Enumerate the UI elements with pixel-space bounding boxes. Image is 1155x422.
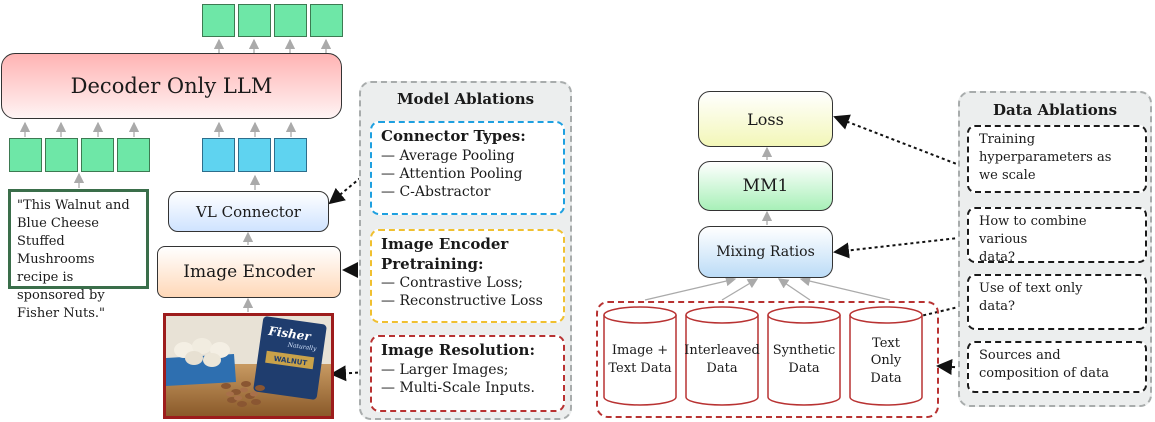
caption-box: "This Walnut and Blue Cheese Stuffed Mus… [8,189,149,321]
hyperparameters-line-1: Training [979,132,1036,147]
arrow-data-1-to-mixing [644,276,737,301]
connector-types-head: Connector Types: [381,127,526,145]
cylinder-1-line-1: Image + [611,343,669,359]
text-token-4 [117,138,150,172]
sources-box: Sources and composition of data [967,341,1147,393]
data-ablations-title: Data Ablations [992,101,1118,119]
text-only-line-2: data? [979,299,1016,315]
vl-connector-box: VL Connector [168,191,329,232]
hyperparameters-line-3: we scale [979,168,1036,184]
arrow-data-4-to-mixing [799,276,891,301]
mm1-box: MM1 [698,161,833,211]
dotted-arrow-sources [936,358,968,375]
llm-output-token-2 [238,4,271,37]
hyperparameters-line-2: hyperparameters as [979,150,1112,166]
cylinder-2-line-2: Data [706,361,738,376]
resolution-item-1: — Larger Images; [381,361,509,378]
data-ablations-panel: Data Ablations Training hyperparameters … [958,91,1152,407]
cylinder-3-line-2: Data [788,361,820,376]
llm-output-token-4 [310,4,343,37]
text-token-3 [81,138,114,172]
encoder-head-line-1: Image Encoder [381,235,509,253]
photo-tag-text: Naturally [286,341,317,352]
mixing-ratios-label: Mixing Ratios [716,244,815,260]
cylinder-2-label: Interleaved Data [684,330,760,390]
text-token-2 [45,138,78,172]
dotted-arrow-hyperparams [833,114,968,169]
model-ablations-title: Model Ablations [396,90,535,108]
photo-brand-text: Fisher [267,324,314,344]
combine-data-line-2: data? [979,250,1016,266]
connector-types-box: Connector Types: — Average Pooling — Att… [370,121,565,215]
caption-text: "This Walnut and Blue Cheese Stuffed Mus… [17,198,130,321]
loss-box: Loss [698,91,833,147]
mm1-label: MM1 [742,176,789,196]
cylinder-1-body [603,315,677,406]
image-token-3 [274,138,307,172]
model-ablations-panel: Model Ablations Connector Types: — Avera… [359,81,572,420]
data-cylinders [603,306,923,406]
text-only-line-1: Use of text only [979,281,1083,296]
llm-label: Decoder Only LLM [70,74,273,98]
dotted-arrow-text-only [889,304,968,328]
cylinder-4-body [849,315,923,406]
image-resolution-box: Image Resolution: — Larger Images; — Mul… [370,335,565,412]
mixing-ratios-box: Mixing Ratios [698,226,833,278]
cylinder-4-label: Text Only Data [850,328,922,394]
decoder-llm-box: Decoder Only LLM [1,53,342,119]
sources-line-1: Sources and [979,348,1061,363]
cylinder-2-line-1: Interleaved [684,343,760,359]
cylinder-1-top [603,306,677,324]
cylinder-2-body [685,315,759,406]
image-encoder-pretraining-box: Image Encoder Pretraining: — Contrastive… [370,229,565,323]
connector-item-2: — Attention Pooling [381,165,523,182]
loss-label: Loss [747,109,784,129]
resolution-head: Image Resolution: [381,341,535,359]
connector-item-1: — Average Pooling [381,147,515,164]
combine-data-line-1: How to combine various [979,214,1087,248]
llm-output-token-3 [274,4,307,37]
cylinder-4-line-3: Data [870,370,902,386]
food-photo-illustration: Fisher Naturally WALNUT [166,316,331,416]
connector-item-3: — C-Abstractor [381,183,491,200]
encoder-item-2: — Reconstructive Loss [381,293,543,310]
encoder-item-1: — Contrastive Loss; [381,275,524,291]
text-token-1 [9,138,42,172]
cylinder-1-line-2: Text Data [608,361,672,376]
hyperparameters-box: Training hyperparameters as we scale [967,125,1147,193]
cylinder-4-line-2: Only [870,353,902,369]
arrow-data-2-to-mixing [721,278,759,301]
arrow-data-3-to-mixing [777,278,811,301]
cylinder-3-line-1: Synthetic [772,343,836,359]
cylinder-1-label: Image + Text Data [604,330,676,390]
resolution-item-2: — Multi-Scale Inputs. [381,379,535,396]
sources-line-2: composition of data [979,366,1109,382]
image-token-2 [238,138,271,172]
llm-output-token-1 [202,4,235,37]
image-token-1 [202,138,235,172]
encoder-head-line-2: Pretraining: [381,254,484,273]
cylinder-3-top [767,306,841,324]
image-encoder-label: Image Encoder [183,262,315,282]
text-only-box: Use of text only data? [967,274,1147,330]
data-sources-group [596,301,939,418]
vl-connector-label: VL Connector [196,202,301,221]
cylinder-3-label: Synthetic Data [768,330,840,390]
cylinder-3-body [767,315,841,406]
cylinder-4-top [849,306,923,324]
combine-data-box: How to combine various data? [967,207,1147,265]
dotted-arrow-combine [833,236,968,259]
cylinder-4-line-1: Text [872,335,900,351]
food-photo: Fisher Naturally WALNUT [163,313,334,419]
cylinder-2-top [685,306,759,324]
image-encoder-box: Image Encoder [157,246,341,298]
